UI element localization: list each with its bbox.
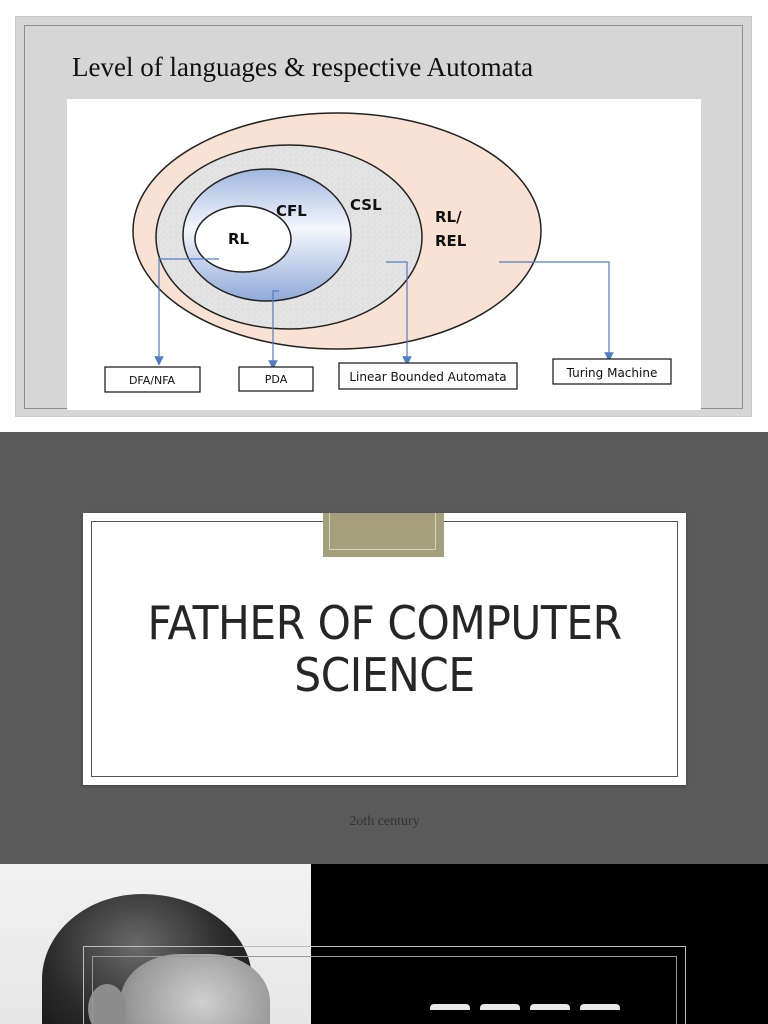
arrow-cfl-pda — [268, 290, 279, 370]
slide-father-of-cs: FATHER OF COMPUTER SCIENCE 2oth century — [0, 432, 768, 864]
label-rel-line2: REL — [435, 232, 467, 250]
hierarchy-svg: RL CFL CSL RL/ REL DFA/NFA PDA Linear Bo… — [104, 112, 672, 393]
label-cfl: CFL — [276, 202, 307, 220]
slide-portrait — [0, 864, 768, 1024]
arrow-rel-tm — [499, 261, 614, 362]
portrait-face — [120, 954, 270, 1024]
title-card-tab — [323, 513, 444, 557]
slide-title-line2: SCIENCE — [294, 648, 475, 702]
box-tm — [552, 358, 672, 385]
slide-subtitle: 2oth century — [349, 814, 420, 829]
title-card: FATHER OF COMPUTER SCIENCE 2oth century — [83, 513, 686, 829]
label-csl: CSL — [350, 196, 382, 214]
label-dfa-nfa: DFA/NFA — [129, 374, 176, 387]
title-card-tab-inner — [329, 513, 436, 550]
arrow-csl-lba — [386, 261, 412, 366]
slide-languages-automata: Level of languages & respective Automata — [0, 0, 768, 432]
slide-title: Level of languages & respective Automata — [72, 52, 534, 82]
label-pda: PDA — [265, 373, 288, 386]
portrait-photo — [0, 864, 311, 1024]
chomsky-hierarchy-diagram: RL CFL CSL RL/ REL DFA/NFA PDA Linear Bo… — [67, 99, 701, 410]
glyph-fragment — [430, 1004, 470, 1024]
label-lba: Linear Bounded Automata — [349, 370, 506, 384]
box-pda — [238, 366, 314, 392]
label-tm: Turing Machine — [566, 366, 658, 380]
label-rl: RL — [228, 230, 250, 248]
box-dfa-nfa — [104, 366, 201, 393]
box-lba — [338, 362, 518, 390]
glyph-fragment — [580, 1004, 620, 1024]
portrait-ear — [88, 984, 126, 1024]
slide-title: FATHER OF COMPUTER SCIENCE — [107, 597, 662, 701]
glyph-fragment — [480, 1004, 520, 1024]
slide3-frame-inner — [92, 956, 677, 1024]
arrow-rl-dfa — [154, 258, 219, 366]
label-rel-line1: RL/ — [435, 208, 462, 226]
cropped-title-glyphs — [430, 1004, 650, 1024]
rl-region — [194, 205, 292, 273]
slide3-frame-outer — [83, 946, 686, 1024]
glyph-fragment — [530, 1004, 570, 1024]
slide-title-line1: FATHER OF COMPUTER — [147, 596, 622, 650]
